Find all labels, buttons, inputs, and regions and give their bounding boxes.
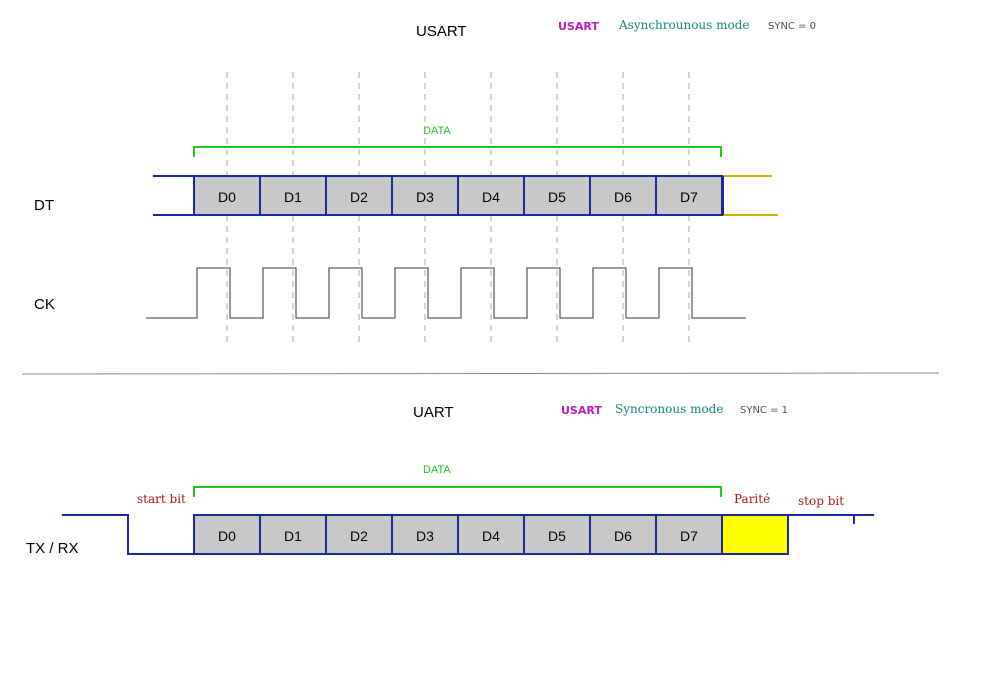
usart-title: USART — [416, 23, 467, 40]
tx-bit-label: D1 — [284, 528, 302, 544]
tx-bit-label: D2 — [350, 528, 368, 544]
parity-label: Parité — [734, 492, 771, 506]
uart-mode-label: Syncronous mode — [615, 402, 724, 416]
dt-cell-d3 — [391, 175, 459, 216]
dt-cell-d2 — [325, 175, 393, 216]
uart-data-label: DATA — [423, 464, 451, 476]
dt-bit-label: D7 — [680, 189, 698, 205]
dt-bit-label: D5 — [548, 189, 566, 205]
tx-cell-d3 — [391, 514, 459, 555]
tx-cell-d2 — [325, 514, 393, 555]
dt-bit-label: D1 — [284, 189, 302, 205]
dt-bit-label: D0 — [218, 189, 236, 205]
usart-mode-name: USART — [558, 20, 599, 33]
uart-title: UART — [413, 404, 454, 421]
tx-bit-label: D4 — [482, 528, 500, 544]
tx-bit-label: D5 — [548, 528, 566, 544]
start-bit-label: start bit — [137, 492, 186, 506]
dt-label: DT — [34, 197, 54, 214]
usart-mode-label: Asynchrounous mode — [619, 18, 750, 32]
tx-cell-d7 — [655, 514, 723, 555]
ck-clock-signal — [146, 267, 746, 319]
parity-bit-cell — [721, 514, 789, 555]
dt-cell-d4 — [457, 175, 525, 216]
dt-cell-d5 — [523, 175, 591, 216]
uart-data-bracket — [193, 486, 722, 497]
stop-bit-label: stop bit — [798, 494, 845, 508]
txrx-label: TX / RX — [26, 540, 79, 557]
dt-bit-label: D4 — [482, 189, 500, 205]
tx-cell-d4 — [457, 514, 525, 555]
tx-cell-d6 — [589, 514, 657, 555]
tx-cell-d1 — [259, 514, 327, 555]
usart-data-label: DATA — [423, 125, 451, 137]
usart-data-bracket — [193, 146, 722, 157]
uart-mode-name: USART — [561, 404, 602, 417]
dt-bit-label: D2 — [350, 189, 368, 205]
tx-bit-label: D0 — [218, 528, 236, 544]
dt-data-bits: D0 D1 D2 D3 D4 D5 D6 D7 — [193, 175, 723, 216]
dt-bit-label: D3 — [416, 189, 434, 205]
uart-sync: SYNC = 1 — [740, 405, 789, 416]
section-divider — [21, 372, 940, 375]
dt-cell-d7 — [655, 175, 723, 216]
txrx-data-bits: D0 D1 D2 D3 D4 D5 D6 D7 — [193, 514, 723, 555]
tx-bit-label: D6 — [614, 528, 632, 544]
ck-label: CK — [34, 296, 55, 313]
usart-sync: SYNC = 0 — [768, 21, 817, 32]
dt-bit-label: D6 — [614, 189, 632, 205]
tx-bit-label: D7 — [680, 528, 698, 544]
tx-bit-label: D3 — [416, 528, 434, 544]
tx-cell-d0 — [193, 514, 261, 555]
